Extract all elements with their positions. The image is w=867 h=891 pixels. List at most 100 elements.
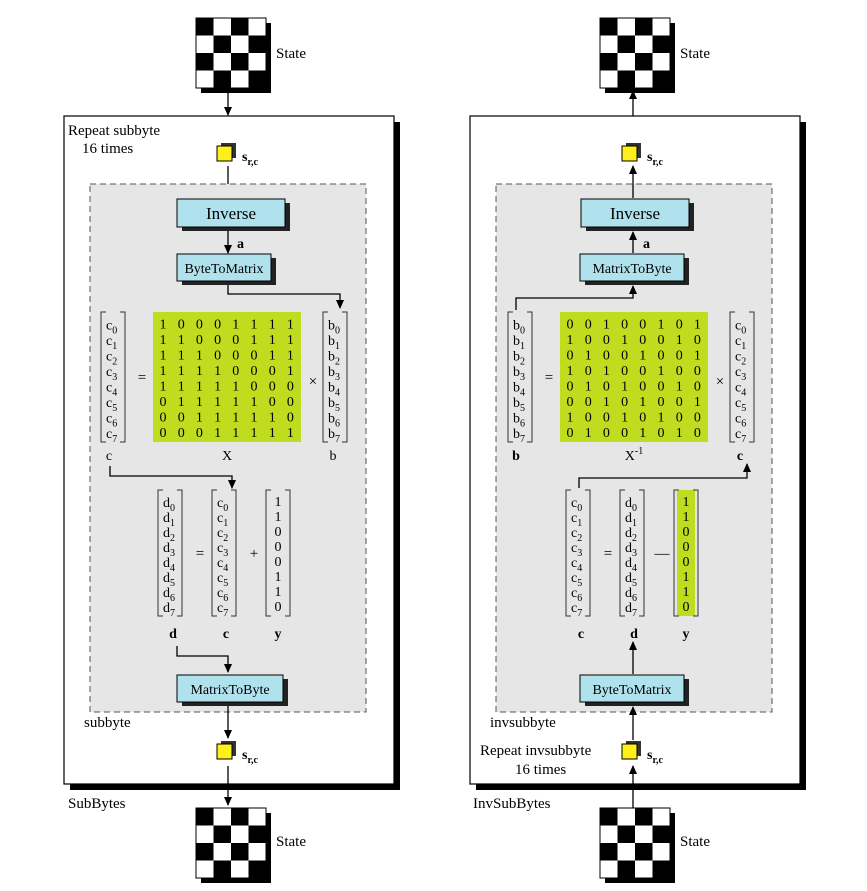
inverse-box [580,198,690,228]
vector-bracket [527,311,533,443]
vector-entry: c3 [735,365,746,383]
state-top-icon [599,17,675,93]
checker-square [617,18,635,36]
state-bottom-icon [599,807,675,883]
vector-entry: b2 [513,350,525,368]
matrix-cell: 1 [251,318,258,333]
vector-entry: 0 [683,555,690,570]
matrix-cell: 1 [251,411,258,426]
checker-square [196,18,214,36]
matrix-cell: 0 [676,349,683,364]
vector-entry: c4 [106,381,117,399]
operator-sign: — [654,546,671,562]
matrix-cell: 0 [160,411,167,426]
matrix-cell: 1 [567,333,574,348]
vector-entry: d3 [163,541,175,559]
vector-entry: 1 [275,570,282,585]
matrix-cell: 0 [694,411,701,426]
matrix-to-byte-box [579,253,685,282]
vector-bracket [673,489,679,617]
vector-entry: d7 [625,601,637,619]
matrix-cell: 1 [214,411,221,426]
vector-entry: d7 [163,601,175,619]
matrix-cell: 0 [287,411,294,426]
vector-entry: b1 [513,334,525,352]
matrix-cell: 0 [269,395,276,410]
checker-square [213,70,231,88]
vector-entry: b2 [328,350,340,368]
matrix-cell: 1 [287,426,294,441]
invsubbytes-frame-label: InvSubBytes [473,796,551,812]
vector-label: c [578,627,584,642]
vector-bracket [749,311,755,443]
vector-entry: 1 [683,585,690,600]
checker-square [617,35,635,53]
vector-entry: c4 [217,556,228,574]
vector-entry: d0 [163,496,175,514]
operator-sign: = [604,546,612,562]
invsubbytes-panel: State sr,c Inverse a MatrixToByte b0b1b2… [469,17,806,883]
vector-label: X [222,449,232,464]
matrix-cell: 0 [251,349,258,364]
matrix-cell: 0 [567,318,574,333]
vector-bracket [585,489,591,617]
vector-entry: c0 [571,496,582,514]
matrix-cell: 1 [287,349,294,364]
subbytes-frame-label: SubBytes [68,796,126,812]
matrix-cell: 1 [196,411,203,426]
checker-square [196,860,214,878]
vector-entry: c2 [735,350,746,368]
checker-square [213,35,231,53]
matrix-cell: 1 [639,349,646,364]
vector-label: d [169,627,177,642]
matrix-cell: 0 [621,364,628,379]
matrix-cell: 1 [160,333,167,348]
matrix-cell: 0 [639,333,646,348]
vector-entry: 1 [683,570,690,585]
matrix-cell: 1 [251,333,258,348]
matrix-cell: 0 [694,380,701,395]
inverse-label: Inverse [610,204,660,223]
vector-bracket [231,489,237,617]
matrix-cell: 1 [232,318,239,333]
matrix-cell: 0 [676,411,683,426]
operator-sign: × [309,374,317,390]
checker-square [635,18,653,36]
checker-square [213,53,231,71]
vector-entry: c0 [735,319,746,337]
matrix-cell: 0 [603,380,610,395]
matrix-cell: 0 [251,380,258,395]
matrix-cell: 0 [585,411,592,426]
matrix-cell: 1 [232,395,239,410]
operator-sign: = [545,370,553,386]
vector-entry: c7 [571,601,582,619]
state-top-label: State [680,46,710,62]
matrix-cell: 0 [603,426,610,441]
matrix-cell: 1 [676,426,683,441]
vector-entry: b7 [513,427,525,445]
checker-square [231,35,249,53]
matrix-cell: 0 [567,426,574,441]
subbytes-panel: State Repeat subbyte 16 times sr,c Inver… [63,17,400,883]
vector-entry: d2 [163,526,175,544]
vector-entry: d1 [163,511,175,529]
byte-to-matrix-box [176,253,272,282]
vector-bracket [507,311,513,443]
checker-square [248,808,266,826]
vector-entry: c6 [217,586,228,604]
matrix-cell: 0 [567,380,574,395]
byte-cell-icon [216,741,236,760]
matrix-cell: 0 [178,411,185,426]
checker-square [617,808,635,826]
vector-label: y [275,627,282,642]
vector-entry: b7 [328,427,340,445]
matrix-cell: 0 [603,411,610,426]
vector-entry: c5 [217,571,228,589]
vector-entry: d5 [625,571,637,589]
checker-square [600,860,618,878]
matrix-cell: 1 [178,333,185,348]
vector-entry: c7 [106,427,117,445]
matrix-cell: 0 [214,349,221,364]
vector-entry: 0 [275,525,282,540]
matrix-cell: 0 [287,380,294,395]
